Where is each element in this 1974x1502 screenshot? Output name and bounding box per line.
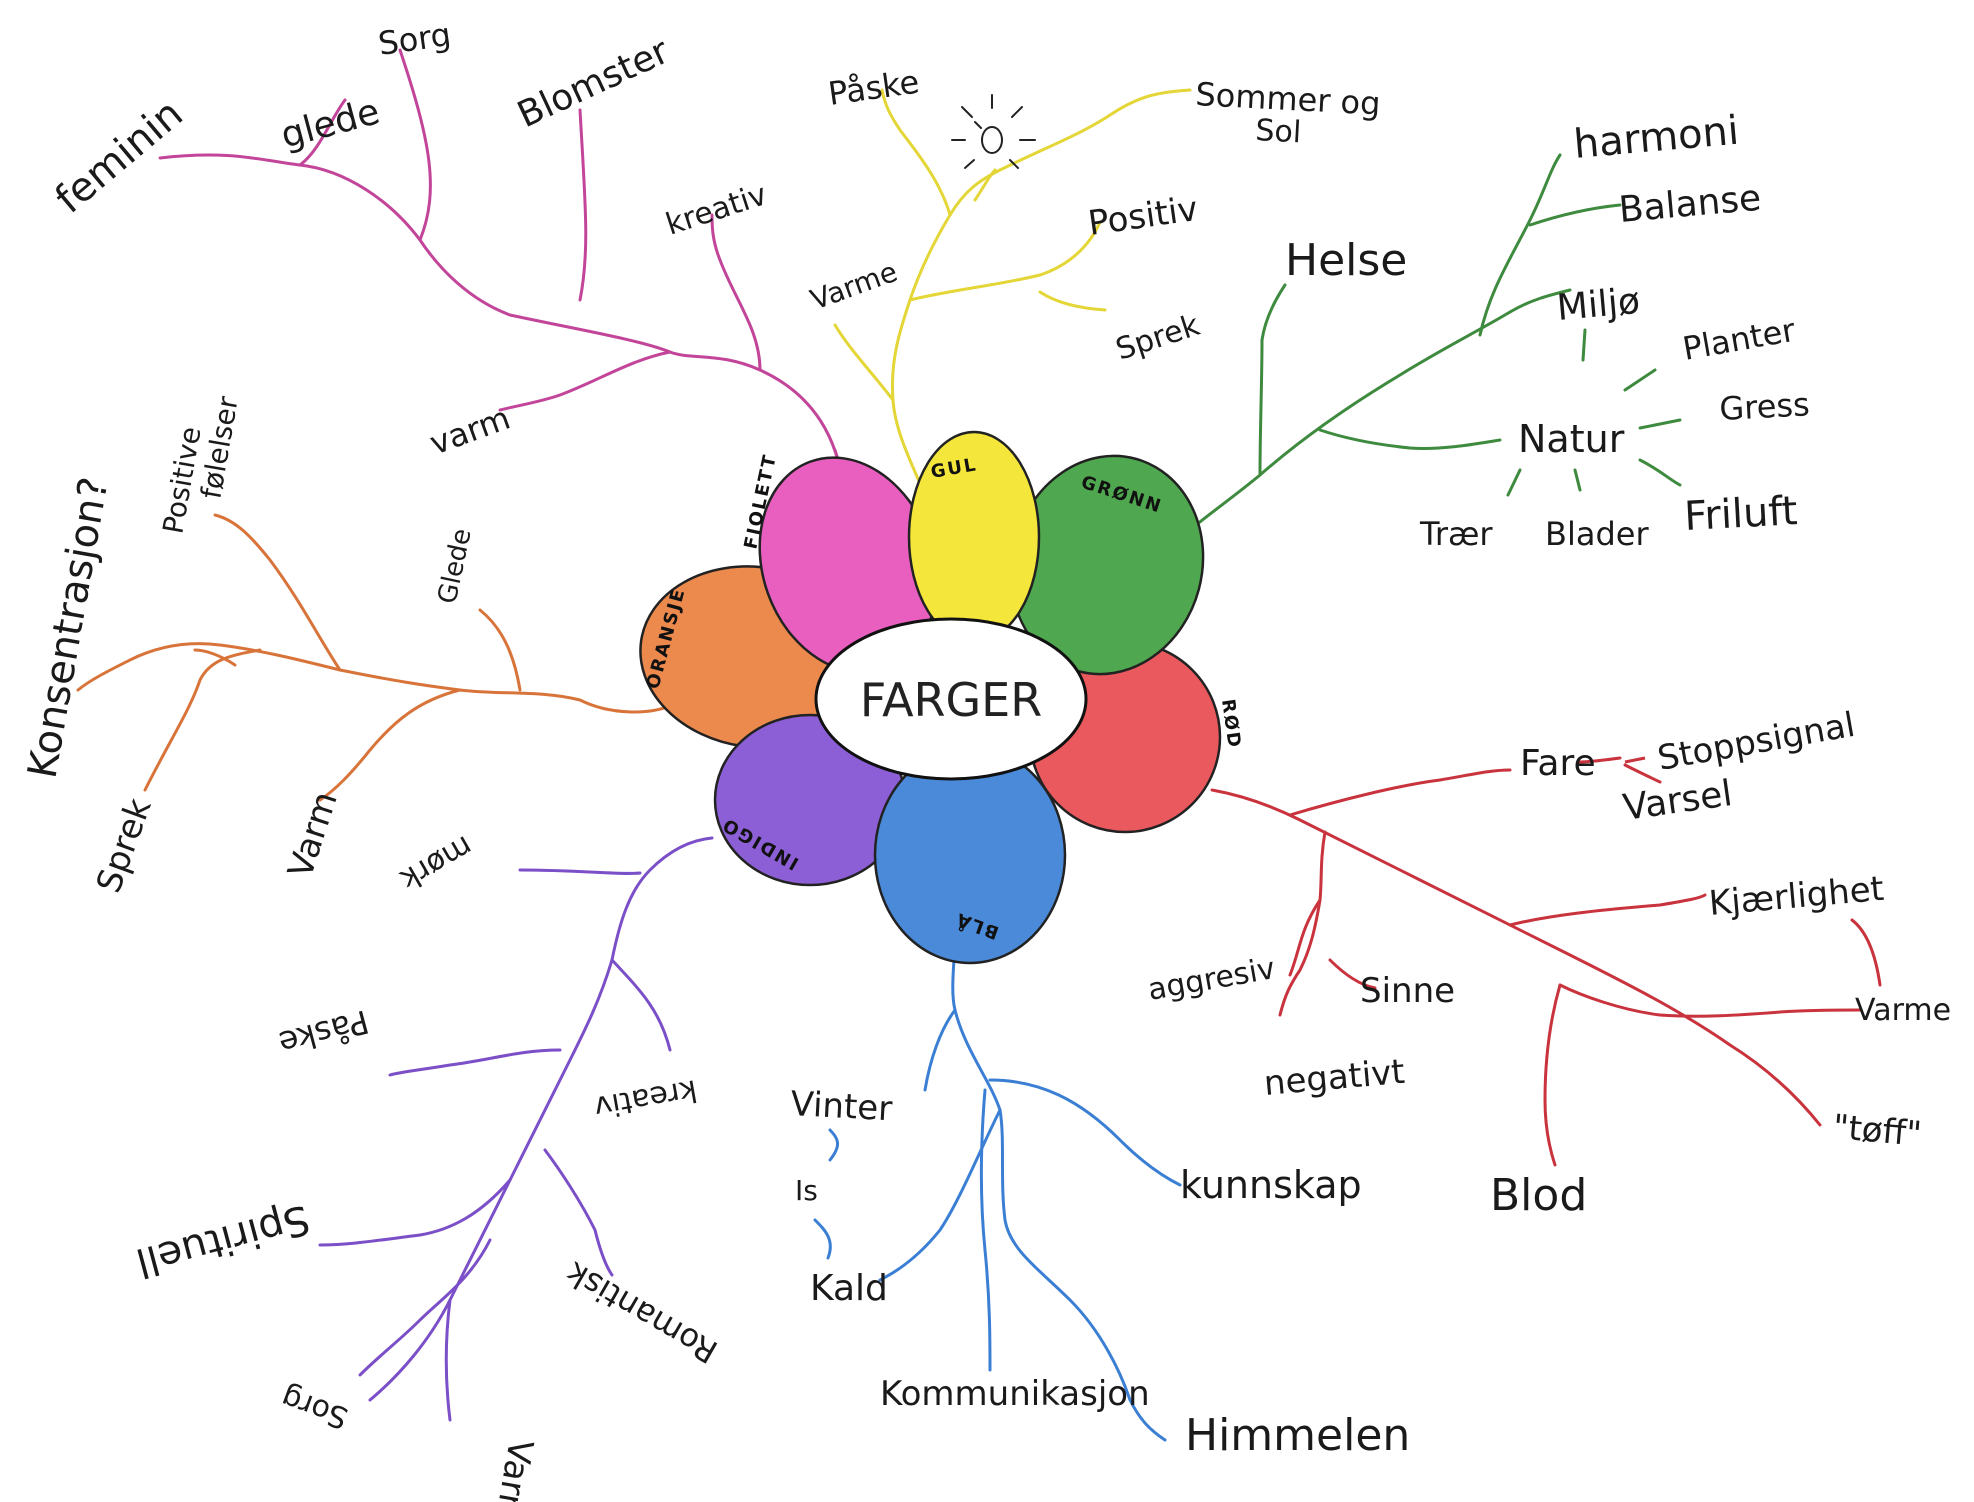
word-paske-gul: Påske [826, 63, 922, 113]
word-trar: Trær [1419, 515, 1493, 553]
word-balanse: Balanse [1617, 178, 1763, 231]
branch-gul [833, 88, 1192, 490]
word-glede-oransje: Glede [433, 526, 478, 606]
word-romantisk: Romantisk [559, 1254, 724, 1371]
word-kunnskap: kunnskap [1180, 1163, 1362, 1207]
word-spirituell: Spirituell [131, 1195, 314, 1285]
word-natur: Natur [1518, 417, 1625, 461]
word-is: Is [795, 1174, 818, 1207]
fare-dash [1624, 756, 1646, 764]
word-negativt: negativt [1262, 1052, 1406, 1104]
word-glede: glede [277, 91, 384, 156]
word-miljo: Miljø [1555, 281, 1641, 329]
branch-indigo [318, 836, 714, 1422]
petal-label-rod: RØD [1217, 698, 1245, 751]
word-blod: Blod [1490, 1170, 1587, 1221]
word-kommunikasjon: Kommunikasjon [880, 1374, 1150, 1414]
word-blomster: Blomster [511, 31, 675, 137]
word-varme-rod: Varme [1855, 993, 1951, 1028]
word-kreativ: kreativ [662, 177, 771, 242]
word-himmelen: Himmelen [1185, 1410, 1410, 1461]
word-varm-fiolett: varm [425, 399, 515, 463]
word-planter: Planter [1680, 311, 1799, 368]
branch-rod [1210, 756, 1882, 1167]
word-positiv: Positiv [1086, 189, 1201, 244]
word-varsel: Varsel [1621, 773, 1735, 829]
word-kreativ-indigo: kreativ [591, 1072, 699, 1124]
word-konsentrasjon: Konsentrasjon? [20, 474, 118, 782]
word-sprek-gul: Sprek [1112, 308, 1205, 368]
branch-gronn [1170, 153, 1682, 547]
center-node: FARGER [814, 617, 1088, 781]
word-fare: Fare [1520, 743, 1596, 784]
branch-oransje [76, 513, 674, 802]
branch-bla [813, 933, 1182, 1442]
center-title: FARGER [860, 673, 1042, 727]
branch-fiolett [158, 48, 847, 490]
word-sommer-line2: Sol [1255, 113, 1303, 150]
word-sorg-indigo: Sorg [277, 1379, 353, 1435]
word-friluft: Friluft [1683, 488, 1798, 540]
word-kald: Kald [810, 1268, 888, 1309]
word-varm-oransje: Varm [281, 787, 346, 883]
sun-icon [951, 94, 1036, 169]
word-gress: Gress [1718, 385, 1810, 428]
word-helse: Helse [1285, 235, 1407, 286]
word-sprek-oransje: Sprek [89, 793, 160, 898]
word-vinter: Vinter [790, 1084, 894, 1129]
word-stoppsignal: Stoppsignal [1655, 705, 1858, 779]
word-sinne: Sinne [1360, 971, 1455, 1011]
word-mork: mørk [394, 828, 479, 897]
word-kjaerlighet: Kjærlighet [1707, 869, 1885, 924]
word-blader: Blader [1545, 515, 1649, 553]
word-positive-line2: følelser [194, 393, 244, 501]
word-aggresiv: aggresiv [1145, 951, 1277, 1008]
word-varm-indigo: Varm [486, 1436, 541, 1502]
word-harmoni: harmoni [1572, 108, 1741, 168]
word-paske-indigo: Påske [275, 1002, 373, 1062]
word-varme-gul: Varme [806, 255, 902, 317]
word-toff: "tøff" [1831, 1107, 1923, 1155]
word-sorg: Sorg [376, 15, 453, 63]
